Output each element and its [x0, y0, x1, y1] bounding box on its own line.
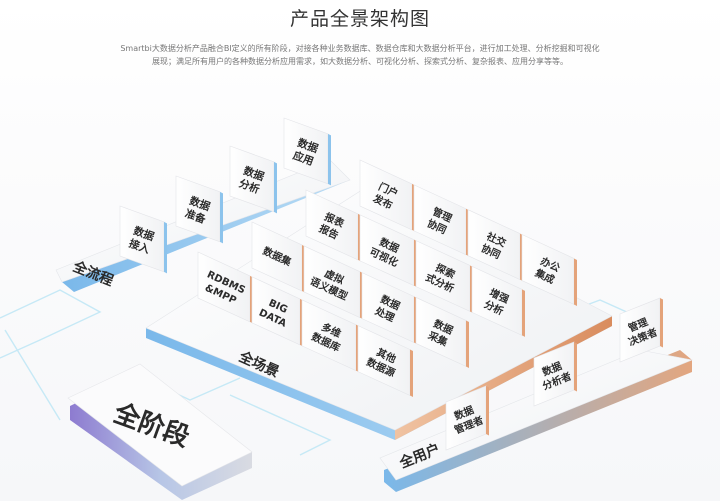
- all-stages-block: 全阶段: [67, 363, 253, 500]
- connector-line-bottom: [229, 394, 332, 456]
- scene-row-2-card-4-edge: [522, 289, 525, 337]
- description-line-2: 展现；满足所有用户的各种数据分析应用需求，如大数据分析、可视化分析、探索式分析、…: [152, 57, 568, 66]
- scene-row-4-card-4-edge: [410, 349, 413, 398]
- scene-row-2-card-3: 探索式分析: [415, 240, 473, 313]
- process-card-4-edge: [328, 133, 331, 186]
- page-title: 产品全景架构图: [289, 8, 430, 30]
- card-layer: 数据接入数据准备数据分析数据应用门户发布管理协同社交协同办公集成报表报告数据可视…: [119, 117, 663, 451]
- connector-line-corner: [4, 329, 61, 421]
- all-stages-top: [67, 363, 253, 487]
- scene-row-3-card-4-edge: [466, 320, 469, 368]
- scene-row-1-card-4-edge: [574, 258, 577, 306]
- scene-row-3-card-1: 数据集: [251, 221, 305, 293]
- page-description: Smartbi大数据分析产品融合BI定义的所有阶段，对接各种业务数据库、数据仓库…: [60, 42, 660, 68]
- process-card-2-edge: [220, 191, 223, 244]
- description-line-1: Smartbi大数据分析产品融合BI定义的所有阶段，对接各种业务数据库、数据仓库…: [120, 44, 600, 53]
- connector-line-left: [0, 289, 102, 359]
- full-users-plate: 全用户: [379, 349, 694, 492]
- process-card-1-edge: [164, 221, 167, 274]
- process-card-3: 数据分析: [229, 145, 277, 214]
- process-card-3-edge: [274, 161, 277, 214]
- user-card-3-edge: [660, 298, 663, 348]
- user-card-1-edge: [486, 386, 489, 436]
- user-card-2-edge: [574, 342, 577, 392]
